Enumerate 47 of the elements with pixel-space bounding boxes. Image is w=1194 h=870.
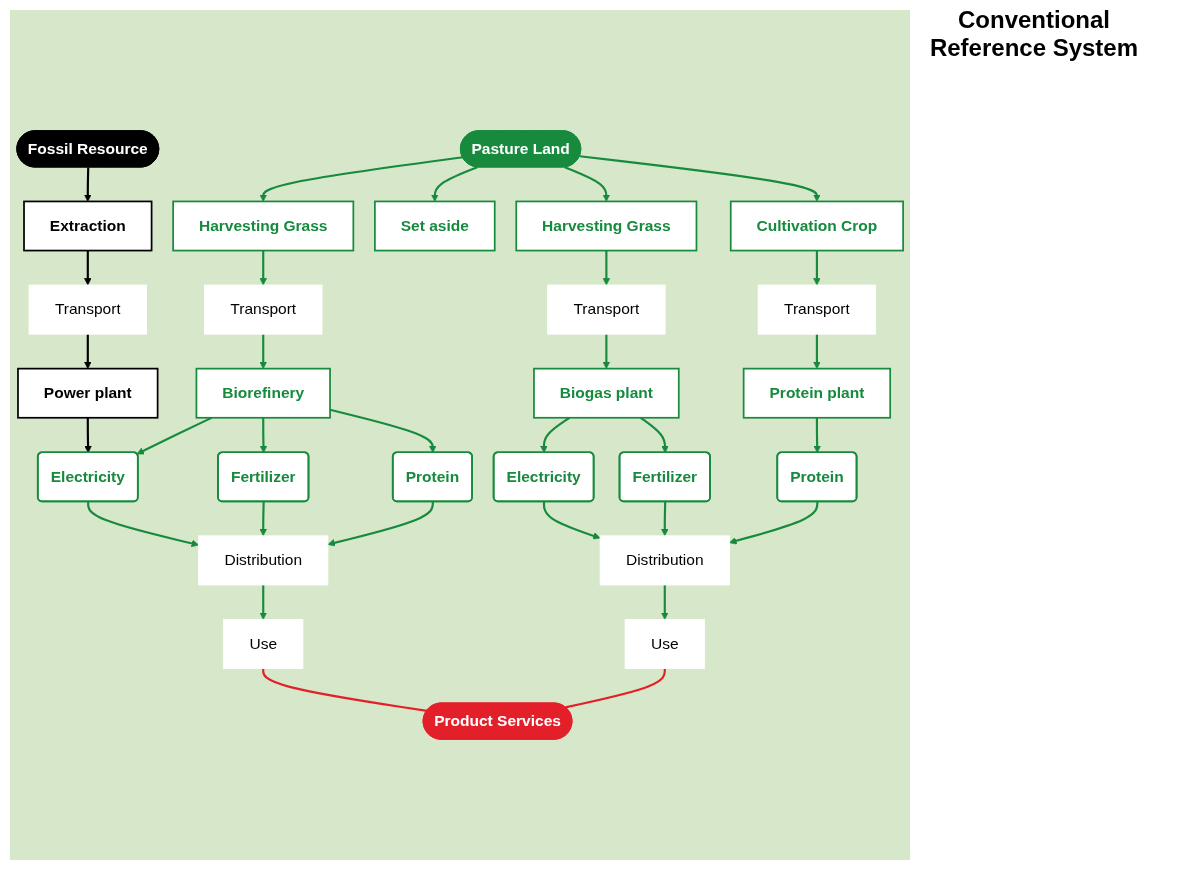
node-box: Biogas plant	[533, 367, 680, 419]
connector	[262, 668, 428, 712]
arrow	[259, 334, 268, 369]
arrow	[602, 334, 611, 369]
connector	[565, 668, 666, 709]
node-box: Protein plant	[742, 367, 892, 419]
arrow	[813, 250, 821, 286]
system-heading: Conventional Reference System	[928, 6, 1140, 62]
arrow	[729, 501, 819, 545]
node-box: Set aside	[374, 200, 496, 252]
node-box: Transport	[28, 284, 147, 335]
arrow	[259, 501, 268, 537]
arrow	[602, 250, 611, 286]
node-box: Transport	[757, 284, 877, 335]
arrow	[259, 250, 268, 286]
arrow	[327, 501, 434, 547]
arrow	[813, 417, 821, 453]
node-box: Harvesting Grass	[515, 200, 698, 252]
node-box: Extraction	[23, 200, 153, 252]
arrow	[579, 155, 821, 202]
node-box: Transport	[204, 284, 323, 335]
arrow	[640, 416, 669, 453]
arrow	[84, 250, 92, 286]
arrow	[84, 417, 92, 453]
node-box: Power plant	[17, 367, 159, 419]
node-box: Use	[624, 619, 705, 669]
arrow	[84, 167, 92, 202]
node-box: Cultivation Crop	[729, 200, 904, 252]
node-box: Biorefinery	[195, 367, 331, 419]
arrow	[431, 166, 478, 202]
arrow	[661, 501, 669, 537]
arrow	[259, 156, 463, 202]
arrow	[542, 501, 601, 540]
node-box: Use	[223, 619, 304, 669]
arrow	[259, 417, 268, 453]
node-box: Distribution	[198, 535, 329, 586]
arrow	[813, 334, 821, 369]
arrow	[84, 334, 92, 369]
node-box: Transport	[547, 284, 666, 335]
node-box: Distribution	[599, 535, 730, 586]
arrow	[661, 584, 669, 620]
node-box: Harvesting Grass	[172, 200, 355, 252]
arrow	[87, 501, 199, 548]
arrow	[564, 166, 611, 202]
arrow	[259, 584, 268, 620]
arrow	[540, 416, 571, 453]
arrow	[136, 416, 213, 455]
